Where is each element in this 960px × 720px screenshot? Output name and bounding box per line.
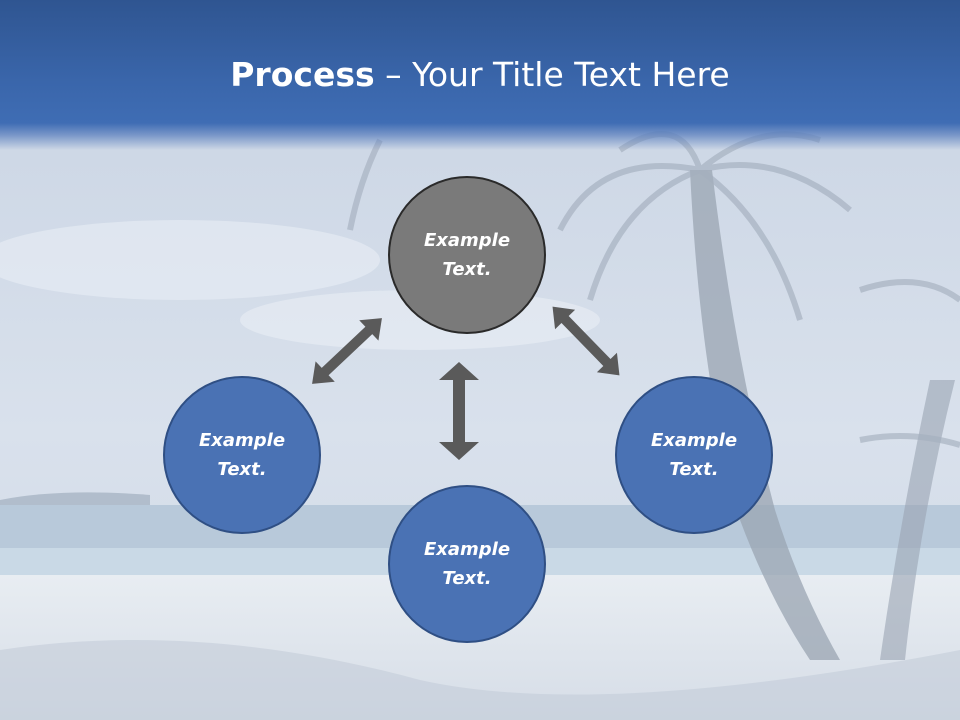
arrow-top-right — [552, 306, 620, 376]
arrow-top-left — [312, 318, 382, 384]
node-top: Example Text. — [388, 176, 546, 334]
node-bottom-label: Example Text. — [423, 539, 511, 589]
arrow-center-vertical — [439, 362, 479, 460]
title-bold: Process — [230, 55, 375, 94]
title-rest: – Your Title Text Here — [374, 55, 730, 94]
slide-title: Process – Your Title Text Here — [0, 54, 960, 96]
node-left: Example Text. — [163, 376, 321, 534]
node-right-label: Example Text. — [650, 430, 738, 480]
node-left-label: Example Text. — [198, 430, 286, 480]
node-bottom: Example Text. — [388, 485, 546, 643]
title-bar — [0, 0, 960, 150]
node-right: Example Text. — [615, 376, 773, 534]
node-top-label: Example Text. — [423, 230, 511, 280]
